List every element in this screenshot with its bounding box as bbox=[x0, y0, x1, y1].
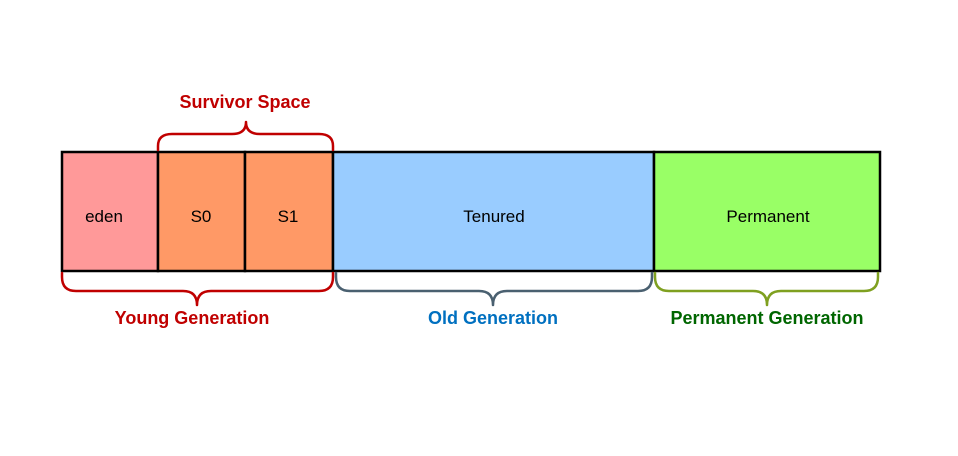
segment-permanent-box bbox=[652, 150, 882, 273]
permanent-generation-label: Permanent Generation bbox=[670, 308, 863, 328]
segment-s0-box bbox=[156, 150, 247, 273]
old-generation-label: Old Generation bbox=[428, 308, 558, 328]
segment-permanent: Permanent bbox=[652, 150, 882, 273]
segment-s0-label: S0 bbox=[191, 207, 212, 226]
segment-tenured: Tenured bbox=[331, 150, 656, 273]
young-generation-label: Young Generation bbox=[115, 308, 270, 328]
segment-s0: S0 bbox=[156, 150, 247, 273]
segment-eden: eden bbox=[60, 150, 160, 273]
segment-permanent-label: Permanent bbox=[726, 207, 809, 226]
young-generation-brace bbox=[60, 271, 335, 307]
segment-s1-box bbox=[243, 150, 335, 273]
segment-eden-label: eden bbox=[85, 207, 123, 226]
segment-tenured-label: Tenured bbox=[463, 207, 524, 226]
segment-eden-box bbox=[60, 150, 160, 273]
survivor-space-brace bbox=[156, 120, 335, 152]
segment-tenured-box bbox=[331, 150, 656, 273]
segment-s1-label: S1 bbox=[278, 207, 299, 226]
permanent-generation-brace bbox=[653, 271, 880, 307]
segment-s1: S1 bbox=[243, 150, 335, 273]
survivor-space-label: Survivor Space bbox=[179, 92, 310, 112]
old-generation-brace bbox=[334, 271, 654, 307]
